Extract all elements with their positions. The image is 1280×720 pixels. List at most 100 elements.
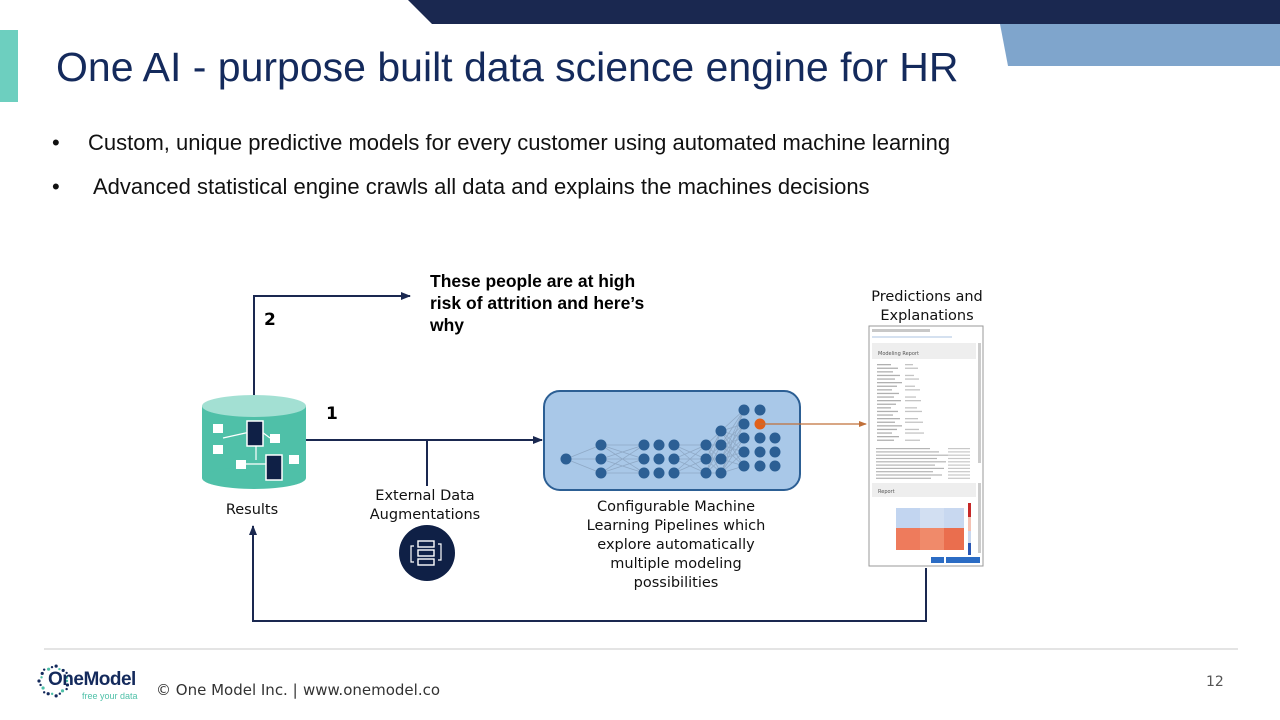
report-line (948, 464, 970, 466)
nn-edge (720, 409, 745, 446)
callout-line: These people are at high (430, 271, 636, 291)
nn-node (668, 467, 680, 479)
external-data-label: External Data Augmentations (355, 487, 495, 525)
report-line (877, 403, 896, 405)
external-data-line: External Data (375, 488, 475, 504)
header-navy-bar (408, 0, 1280, 24)
report-heatmap (896, 503, 971, 555)
report-line (877, 439, 894, 441)
nn-node (738, 418, 750, 430)
nn-node (653, 453, 665, 465)
logo-dot (40, 676, 43, 679)
report-line (905, 439, 920, 441)
report-line (877, 436, 899, 438)
logo-dot (61, 668, 65, 673)
predictions-label: Predictions and Explanations (862, 288, 992, 326)
page-number: 12 (1206, 674, 1224, 690)
pipeline-line: possibilities (633, 575, 719, 591)
pipeline-label: Configurable Machine Learning Pipelines … (575, 498, 777, 593)
report-line (905, 367, 918, 369)
report-line (948, 474, 970, 476)
callout-line: why (430, 315, 465, 335)
bullet-2: •Advanced statistical engine crawls all … (52, 174, 870, 199)
report-line (877, 407, 891, 409)
title-accent-bar (0, 30, 18, 102)
report-line (948, 451, 970, 453)
report-line (876, 451, 939, 453)
nn-node (754, 432, 766, 444)
nn-edge (565, 458, 602, 474)
report-line (877, 396, 894, 398)
report-line (877, 382, 902, 384)
website-link[interactable]: www.onemodel.co (303, 681, 441, 699)
nn-node (700, 439, 712, 451)
report-line (905, 410, 922, 413)
report-line (876, 454, 948, 456)
report-line (876, 448, 930, 450)
report-line (877, 432, 892, 434)
nn-node (738, 432, 750, 444)
report-line (905, 374, 914, 377)
logo-dot (65, 671, 68, 675)
report-line (948, 448, 970, 450)
nn-edge (720, 437, 745, 474)
nn-node (653, 439, 665, 451)
nn-node (738, 460, 750, 472)
pipeline-line: Learning Pipelines which (586, 518, 766, 534)
report-line (877, 410, 898, 413)
bullet-1-text: Custom, unique predictive models for eve… (88, 130, 951, 155)
logo-dot (54, 694, 58, 698)
logo-dot (41, 686, 45, 690)
logo-dot (37, 679, 41, 683)
report-line (905, 385, 915, 387)
report-line (948, 477, 970, 479)
logo-dot (50, 692, 54, 696)
nn-node (595, 439, 607, 451)
report-line (877, 378, 895, 380)
report-line (905, 378, 919, 380)
report-line (876, 461, 946, 463)
report-line (877, 425, 902, 427)
logo-dot (65, 679, 69, 683)
report-line (905, 396, 916, 398)
logo-dot (64, 675, 69, 679)
report-line (877, 367, 898, 369)
report-line (905, 432, 924, 434)
nn-node (769, 446, 781, 458)
data-augmentation-icon (399, 525, 455, 581)
callout-line: risk of attrition and here’s (430, 293, 645, 313)
nn-node (638, 439, 650, 451)
nn-node (638, 453, 650, 465)
nn-edge (673, 444, 707, 474)
nn-edge (720, 423, 745, 474)
logo-dot (54, 664, 58, 668)
nn-edge (673, 444, 707, 460)
report-line (877, 371, 893, 373)
report-heading-2: Report (878, 489, 895, 495)
copyright-text: © One Model Inc. | (156, 681, 298, 699)
logo-dot (40, 671, 44, 676)
pipeline-line: multiple modeling (610, 556, 742, 572)
neural-network-nodes (560, 404, 781, 479)
pipeline-line: Configurable Machine (596, 499, 756, 515)
logo-dot (58, 667, 61, 671)
logo-dot (60, 689, 65, 693)
report-line (877, 392, 899, 395)
nn-node (700, 453, 712, 465)
nn-node (560, 453, 572, 465)
report-line (905, 418, 918, 420)
arrow-step-2 (253, 292, 411, 396)
report-line (877, 364, 891, 366)
logo-dot (42, 691, 46, 694)
nn-node (715, 425, 727, 437)
logo-dot (46, 667, 51, 671)
report-line (877, 418, 900, 420)
nn-edge (600, 458, 645, 474)
report-line (876, 467, 944, 469)
report-line (905, 407, 917, 409)
database-icon (202, 395, 306, 489)
step-1-label: 1 (326, 404, 338, 424)
